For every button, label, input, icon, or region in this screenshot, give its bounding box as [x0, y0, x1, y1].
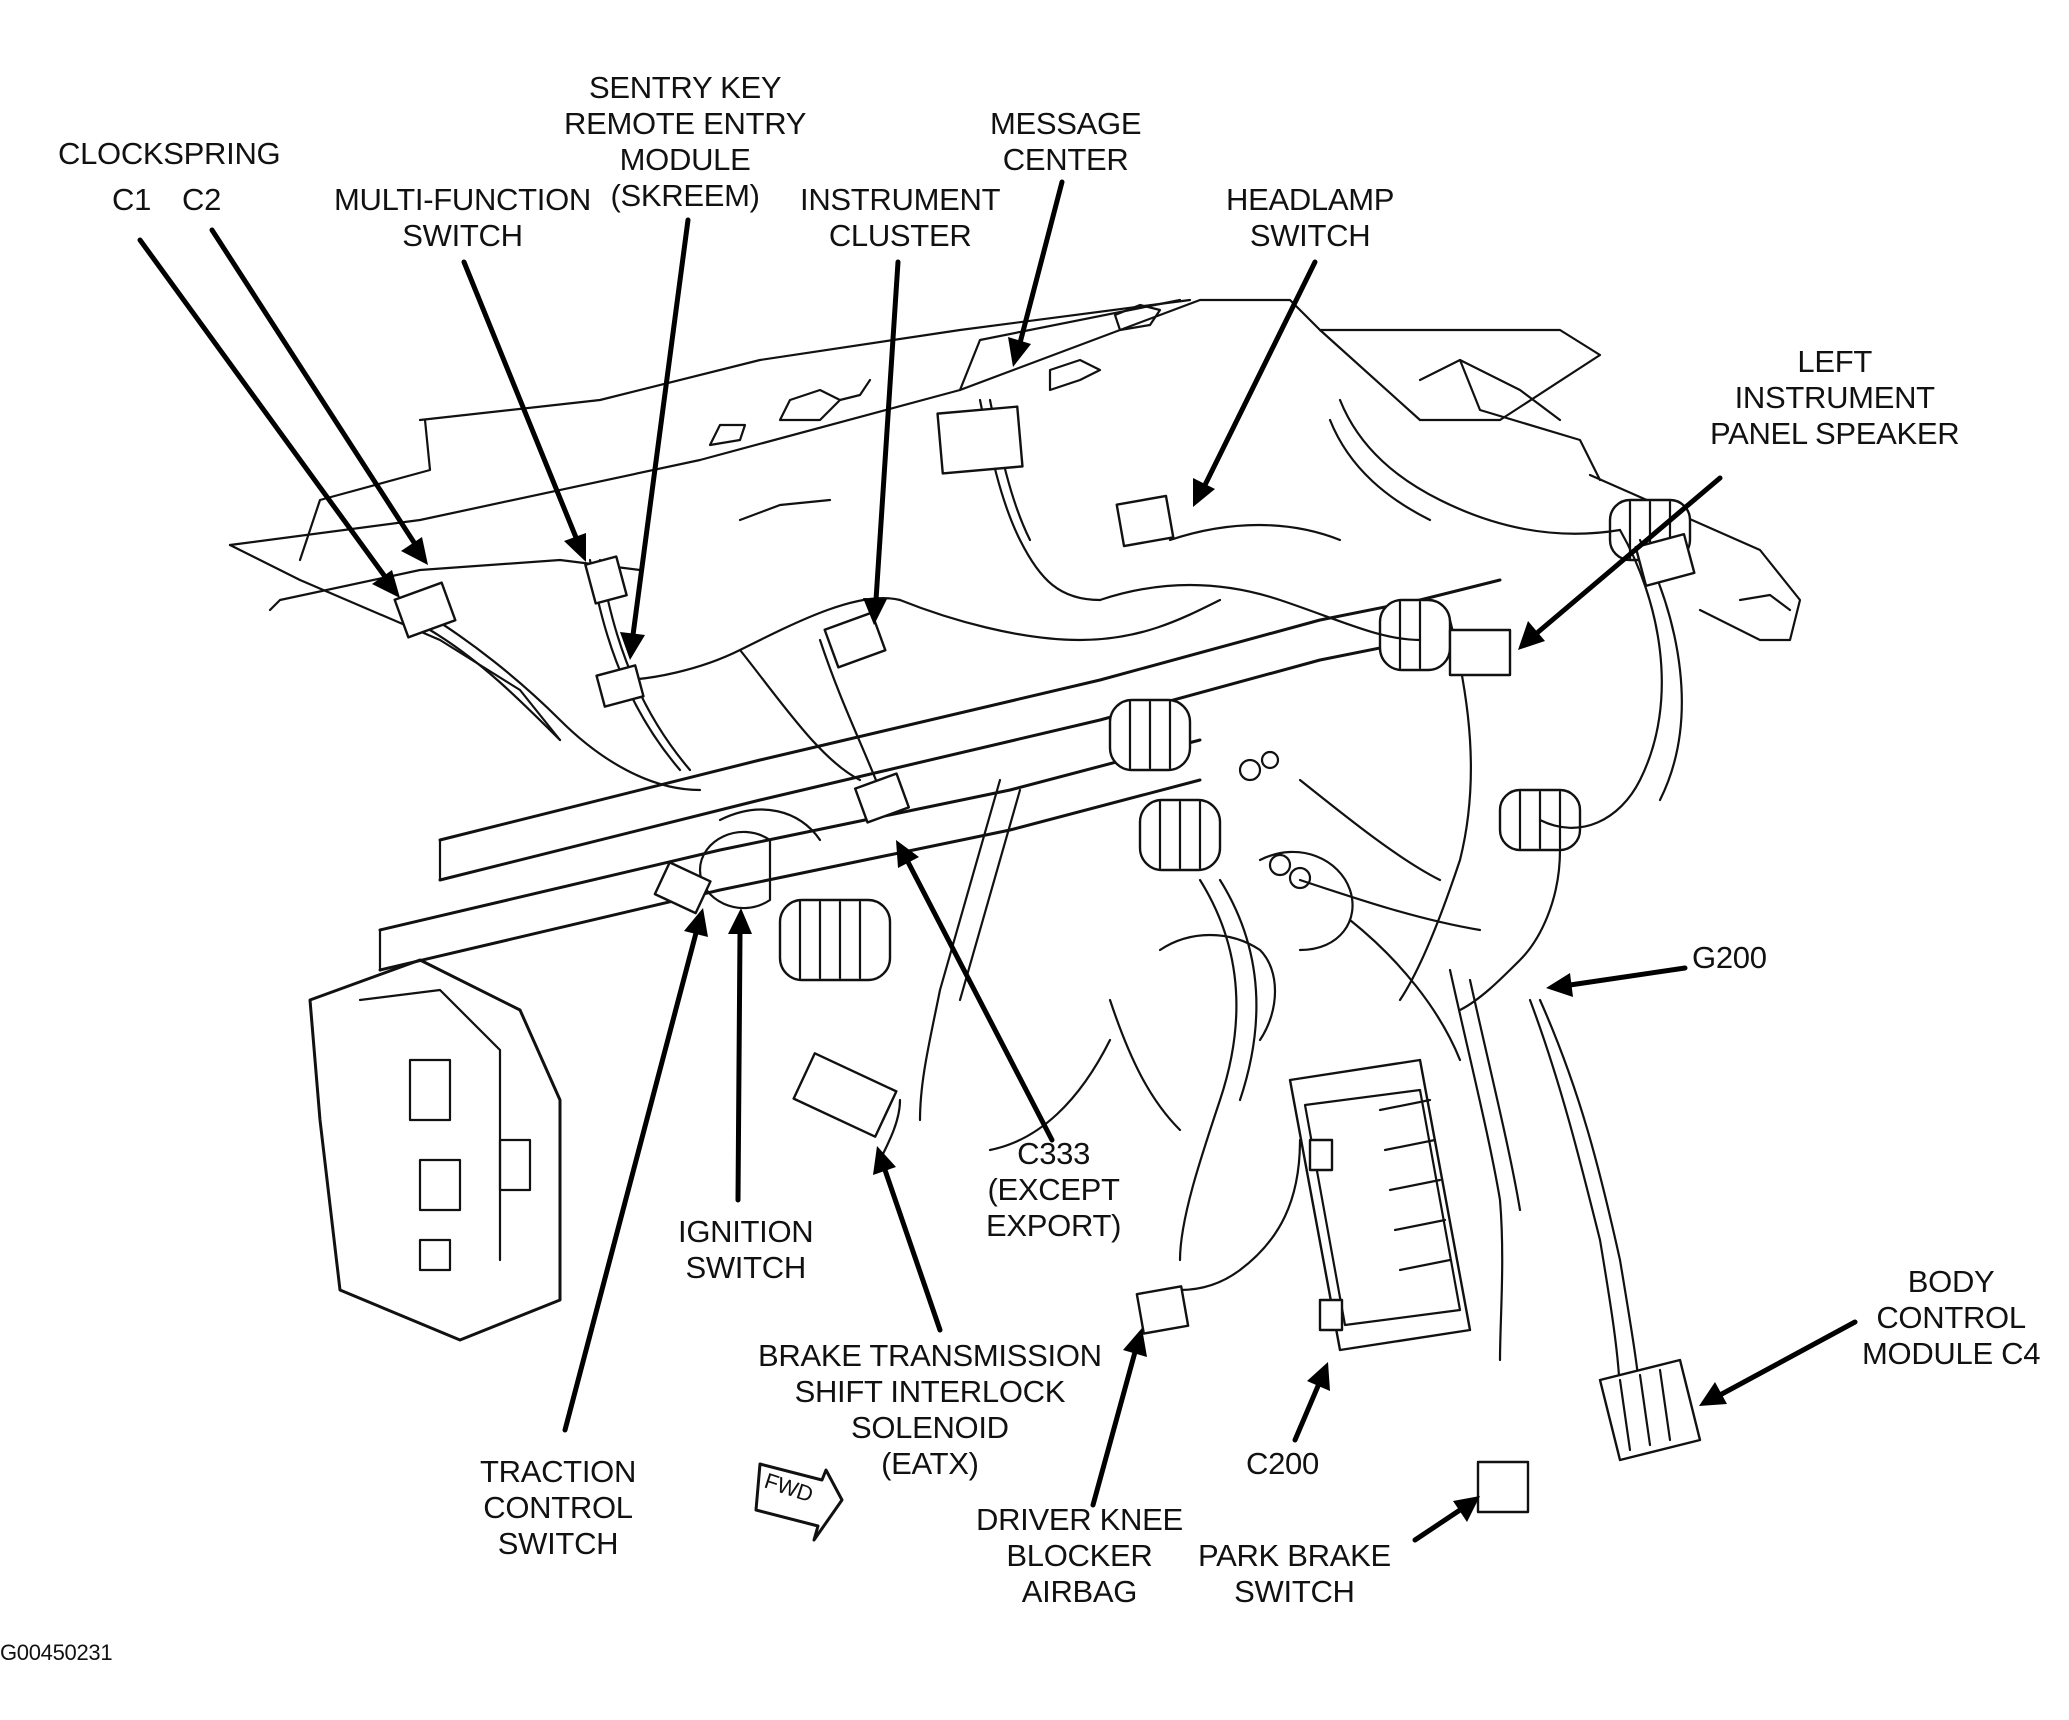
- leader-c200: [1292, 1383, 1321, 1443]
- fwd-arrow-outline: [754, 1462, 844, 1542]
- arrowhead-g200: [1546, 973, 1573, 997]
- label-multi-function-switch: MULTI-FUNCTION SWITCH: [334, 182, 591, 253]
- label-instrument-cluster: INSTRUMENT CLUSTER: [800, 182, 1001, 253]
- label-left-ip-speaker: LEFT INSTRUMENT PANEL SPEAKER: [1710, 344, 1960, 451]
- cross-car-beam: [378, 578, 1502, 972]
- label-clockspring: CLOCKSPRING: [58, 136, 281, 171]
- label-brake-transmission-interlock: BRAKE TRANSMISSION SHIFT INTERLOCK SOLEN…: [758, 1338, 1102, 1481]
- dash-panel-structure: [228, 298, 1802, 742]
- arrowhead-speaker: [1518, 621, 1545, 650]
- harness-wires: [418, 398, 1683, 1402]
- arrowhead-traction: [684, 908, 708, 937]
- arrowhead-c2: [401, 537, 428, 565]
- arrowhead-multi-function: [564, 533, 586, 562]
- label-c200: C200: [1246, 1446, 1319, 1481]
- bcm-c4-connector: [1598, 1358, 1702, 1462]
- leader-c1: [137, 237, 389, 581]
- arrowhead-ignition: [728, 908, 752, 934]
- leader-skreem: [630, 217, 691, 638]
- leader-park-brake: [1412, 1507, 1463, 1543]
- label-clockspring-c1: C1: [112, 182, 152, 217]
- label-park-brake-switch: PARK BRAKE SWITCH: [1198, 1538, 1391, 1609]
- steering-column-area: [308, 750, 1462, 1342]
- label-sentry-key-module: SENTRY KEY REMOTE ENTRY MODULE (SKREEM): [564, 70, 807, 213]
- arrowhead-c200: [1307, 1362, 1330, 1391]
- small-connectors: [393, 405, 1696, 1514]
- arrowhead-c1: [372, 570, 400, 598]
- leader-arrows: [137, 179, 1858, 1543]
- leader-ignition: [735, 930, 743, 1203]
- leader-traction: [562, 930, 699, 1433]
- arrowhead-instrument-cluster: [863, 598, 887, 625]
- label-traction-control-switch: TRACTION CONTROL SWITCH: [480, 1454, 637, 1561]
- label-ignition-switch: IGNITION SWITCH: [678, 1214, 814, 1285]
- label-message-center: MESSAGE CENTER: [990, 106, 1142, 177]
- arrowhead-skreem: [620, 632, 645, 660]
- leader-c2: [209, 227, 418, 547]
- arrowhead-knee-blocker: [1123, 1328, 1147, 1357]
- leader-bcm-c4: [1717, 1319, 1858, 1398]
- arrowhead-eatx: [873, 1146, 896, 1175]
- leader-headlamp: [1202, 259, 1318, 488]
- leader-message-center: [1017, 179, 1065, 346]
- arrowhead-c333: [896, 840, 919, 868]
- label-headlamp-switch: HEADLAMP SWITCH: [1226, 182, 1395, 253]
- arrowhead-bcm-c4: [1699, 1382, 1727, 1406]
- leader-eatx: [882, 1167, 943, 1333]
- label-clockspring-c2: C2: [182, 182, 222, 217]
- arrowhead-headlamp: [1193, 478, 1215, 507]
- label-g200: G200: [1692, 940, 1767, 975]
- leader-knee-blocker: [1090, 1349, 1138, 1508]
- arrowhead-park-brake: [1453, 1496, 1480, 1522]
- c200-connector: [1288, 1058, 1472, 1352]
- figure-id: G00450231: [0, 1640, 113, 1665]
- label-body-control-module-c4: BODY CONTROL MODULE C4: [1862, 1264, 2041, 1371]
- arrowhead-message-center: [1008, 337, 1031, 367]
- label-c333: C333 (EXCEPT EXPORT): [986, 1136, 1122, 1243]
- leader-g200: [1567, 965, 1688, 988]
- leader-speaker: [1534, 475, 1723, 636]
- leader-c333: [905, 859, 1055, 1143]
- label-driver-knee-blocker-airbag: DRIVER KNEE BLOCKER AIRBAG: [976, 1502, 1183, 1609]
- leader-multi-function: [461, 259, 580, 543]
- leader-instrument-cluster: [873, 259, 901, 603]
